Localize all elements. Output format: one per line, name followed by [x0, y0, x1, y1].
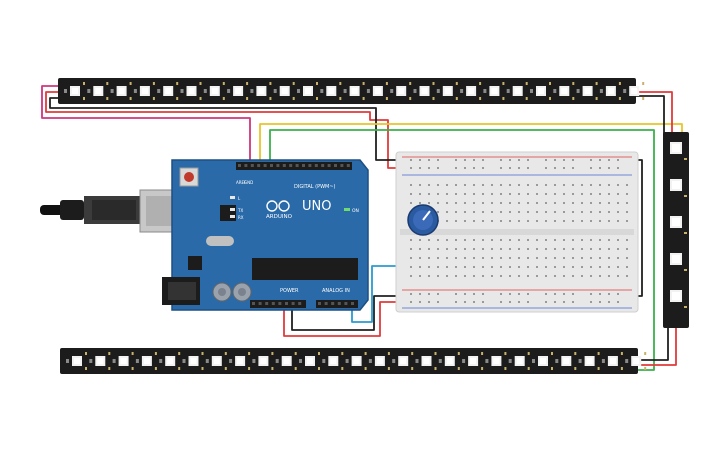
- led-pixel: [273, 82, 295, 100]
- led-pixel: [462, 352, 484, 370]
- led-pixel: [578, 352, 600, 370]
- tx-led: [230, 208, 235, 211]
- led-pixel: [203, 82, 225, 100]
- led-pixel: [483, 82, 505, 100]
- led-pixel: [229, 352, 251, 370]
- led-pixel: [460, 82, 482, 100]
- led-pixel: [182, 352, 204, 370]
- led-pixel: [438, 352, 460, 370]
- usb-connector-icon: [40, 189, 181, 233]
- led-pixel: [415, 352, 437, 370]
- crystal: [206, 236, 234, 246]
- arduino-uno-board[interactable]: UNO ARDUINO DIGITAL (PWM~) POWER ANALOG …: [40, 159, 369, 311]
- wire-black-top-strip[interactable]: [49, 97, 402, 161]
- led-pixel: [555, 352, 577, 370]
- led-pixel: [576, 82, 598, 100]
- digital-header[interactable]: [236, 162, 352, 170]
- power-header[interactable]: [250, 300, 306, 308]
- l-label: L: [238, 196, 241, 201]
- led-pixel: [485, 352, 507, 370]
- wire-red-power[interactable]: [283, 301, 402, 337]
- led-pixel: [625, 352, 647, 370]
- wire-magenta[interactable]: [41, 85, 251, 170]
- wire-red-right[interactable]: [632, 91, 673, 140]
- led-pixel: [413, 82, 435, 100]
- led-pixel: [250, 82, 272, 100]
- aref-label: AREF: [236, 180, 247, 185]
- led-pixel: [180, 82, 202, 100]
- led-pixel: [227, 82, 249, 100]
- led-pixel: [297, 82, 318, 100]
- wire-black-right[interactable]: [636, 95, 665, 140]
- led-pixel: [205, 352, 227, 370]
- capacitors: [212, 282, 252, 302]
- led-pixel: [623, 82, 645, 100]
- led-pixel: [532, 352, 553, 370]
- reset-button-icon[interactable]: [179, 167, 199, 187]
- led-strip-right[interactable]: [663, 132, 689, 328]
- gnd-label: GND: [244, 180, 253, 185]
- led-pixel: [530, 82, 551, 100]
- breadboard[interactable]: [395, 151, 639, 313]
- led-pixel: [320, 82, 342, 100]
- led-pixel: [599, 82, 621, 100]
- led-pixel: [670, 290, 687, 308]
- wire-blue-analog[interactable]: [351, 265, 426, 323]
- wire-black-bottom[interactable]: [628, 326, 669, 361]
- led-pixel: [436, 82, 458, 100]
- led-pixel: [670, 142, 687, 160]
- led-pixel: [322, 352, 344, 370]
- analog-label: ANALOG IN: [322, 288, 350, 294]
- wire-red-bottom[interactable]: [628, 326, 677, 366]
- dc-jack-icon: [162, 277, 200, 305]
- led-pixel: [110, 82, 132, 100]
- led-pixel: [252, 352, 274, 370]
- led-pixel: [601, 352, 623, 370]
- led-pixel: [299, 352, 320, 370]
- arduino-logo-icon: [266, 200, 290, 212]
- led-pixel: [159, 352, 181, 370]
- l-led: [230, 196, 235, 199]
- wire-black-power[interactable]: [291, 295, 402, 331]
- led-pixel: [553, 82, 575, 100]
- led-pixel: [506, 82, 528, 100]
- led-pixel: [670, 216, 687, 234]
- rx-led: [230, 215, 235, 218]
- led-pixel: [135, 352, 157, 370]
- led-pixel: [275, 352, 297, 370]
- led-pixel: [392, 352, 414, 370]
- on-label: ON: [352, 208, 359, 214]
- power-label: POWER: [280, 288, 299, 294]
- led-pixel: [670, 253, 687, 271]
- led-strip-bottom[interactable]: [60, 348, 647, 374]
- led-pixel: [64, 82, 85, 100]
- arduino-label: ARDUINO: [266, 214, 293, 220]
- tx-label: TX: [237, 208, 243, 213]
- regulator: [188, 256, 202, 270]
- led-pixel: [390, 82, 412, 100]
- potentiometer-icon[interactable]: [407, 204, 439, 236]
- small-chip: [220, 205, 236, 221]
- analog-header[interactable]: [316, 300, 358, 308]
- led-pixel: [366, 82, 388, 100]
- led-pixel: [87, 82, 109, 100]
- microcontroller-chip: [252, 258, 358, 280]
- led-pixel: [670, 179, 687, 197]
- led-pixel: [133, 82, 155, 100]
- on-led: [344, 208, 350, 211]
- led-pixel: [343, 82, 365, 100]
- led-pixel: [157, 82, 179, 100]
- led-pixel: [345, 352, 367, 370]
- led-pixel: [368, 352, 390, 370]
- led-strip-top[interactable]: [58, 78, 645, 104]
- led-pixel: [89, 352, 111, 370]
- digital-label: DIGITAL (PWM~): [294, 184, 336, 190]
- led-pixel: [66, 352, 87, 370]
- led-pixel: [112, 352, 134, 370]
- rx-label: RX: [238, 215, 244, 220]
- uno-label: UNO: [302, 199, 331, 214]
- led-pixel: [508, 352, 530, 370]
